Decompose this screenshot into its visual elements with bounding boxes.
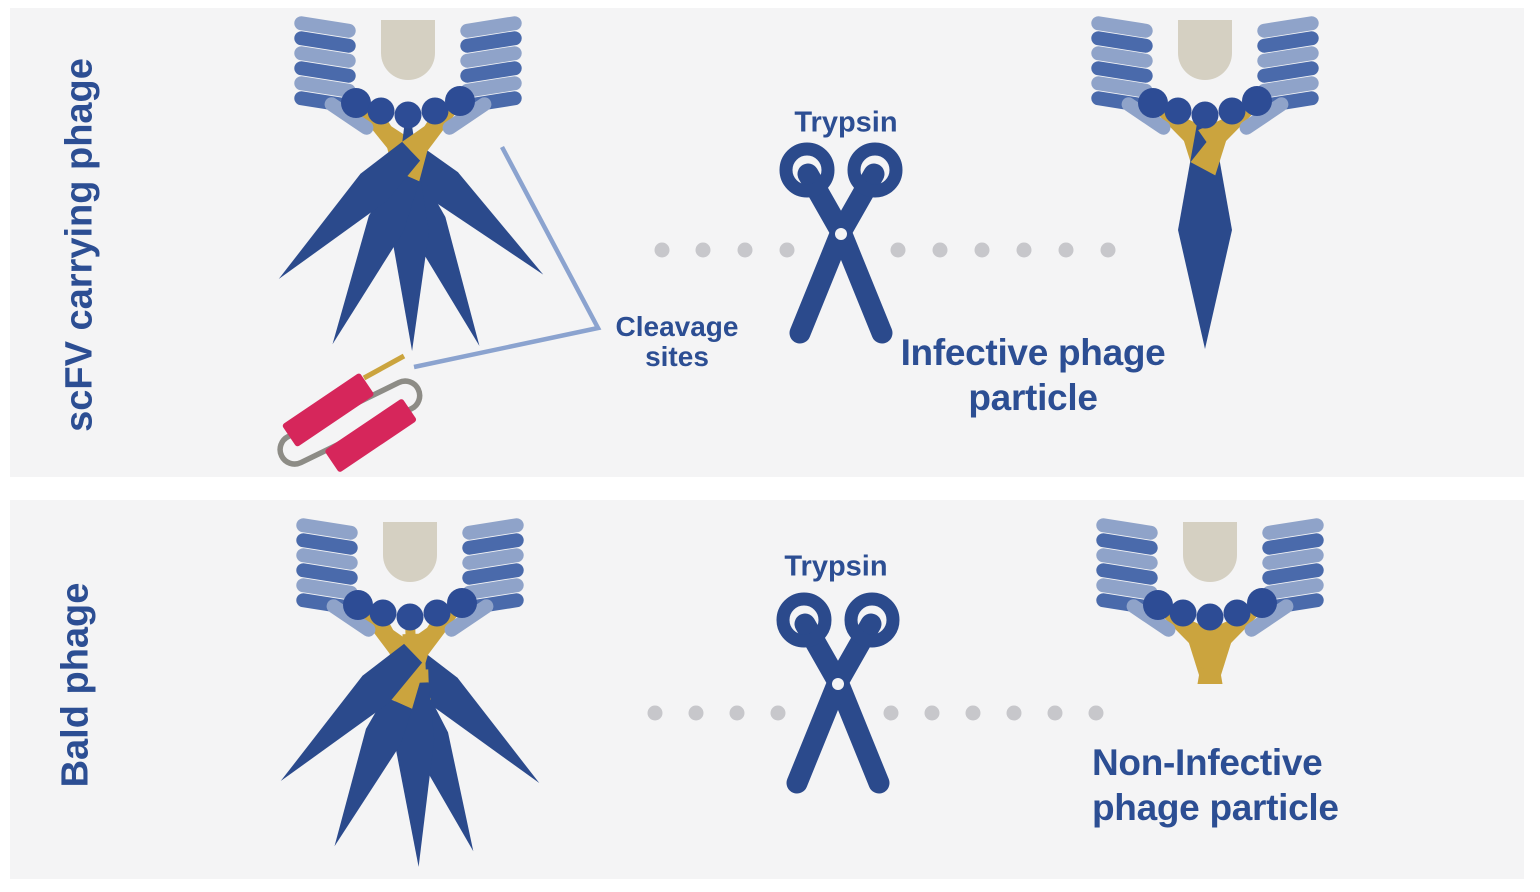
non-infective-phage-illustration [1095,517,1324,684]
phage-head [1090,15,1319,137]
row-label-bald-phage: Bald phage [54,582,97,788]
bald-phage-illustration [267,517,553,868]
trypsin-scissors-icon [783,599,893,783]
infective-phage-illustration [1090,15,1319,349]
scfv-tether [362,353,406,381]
scfv-molecule-illustration [277,373,423,472]
tail-fibers [265,91,556,354]
tail-fibers [267,593,553,868]
cleavage-sites-callout-lines [413,145,602,370]
non-infective-phage-label-line2: phage particle [1092,787,1339,828]
scfv-domain [325,399,417,472]
cleavage-sites-line1: Cleavage [615,311,739,342]
infective-phage-label-line1: Infective phage [900,332,1166,373]
trypsin-label-bottom: Trypsin [784,550,888,583]
cleavage-sites-label: Cleavage sites [616,312,739,372]
non-infective-phage-label: Non-Infective phage particle [1092,740,1339,830]
trypsin-label-top: Trypsin [794,106,898,139]
phage-head [295,517,524,639]
cleavage-sites-line2: sites [645,341,709,372]
non-infective-phage-label-line1: Non-Infective [1092,742,1323,783]
trypsin-scissors-icon [786,149,896,333]
infective-phage-label-line2: particle [968,377,1098,418]
infective-phage-label: Infective phage particle [901,330,1166,420]
row-label-scfv-phage: scFV carrying phage [58,58,101,432]
phage-head [293,15,522,137]
dotted-reaction-line [647,705,1104,721]
phage-head [1095,517,1324,639]
scfv-carrying-phage-illustration [265,15,556,354]
scfv-domain [282,373,374,447]
dotted-reaction-line [654,242,1116,258]
